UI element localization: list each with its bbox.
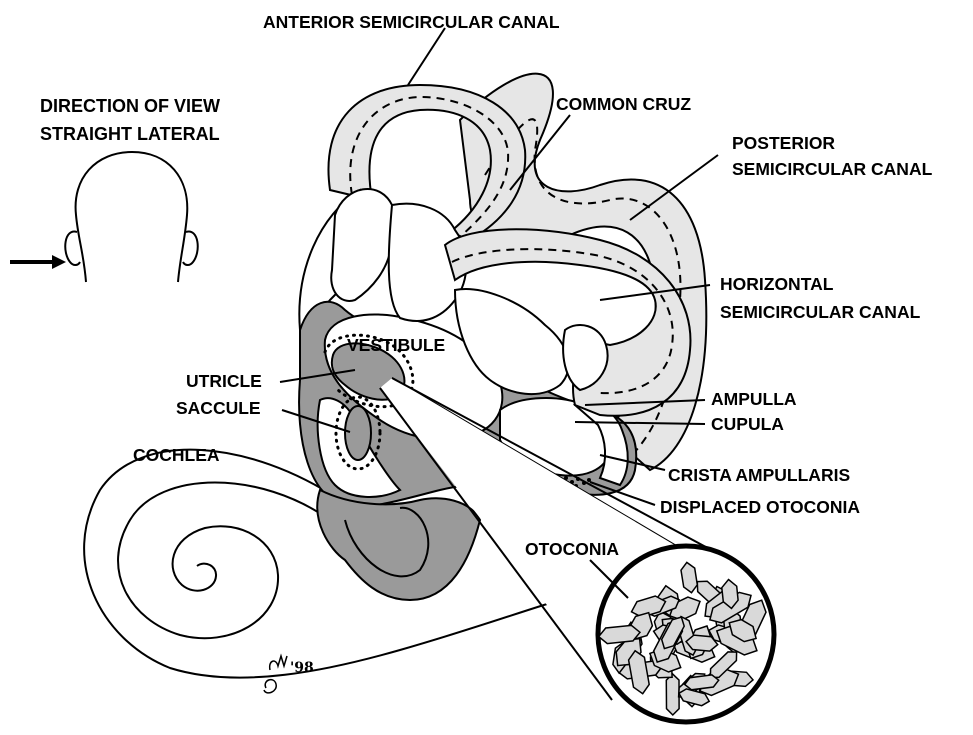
label-anterior-canal: ANTERIOR SEMICIRCULAR CANAL <box>263 12 560 32</box>
label-cochlea: COCHLEA <box>133 445 220 465</box>
otoconia-crystal <box>599 625 640 643</box>
label-posterior-line1: POSTERIOR <box>732 133 835 153</box>
direction-of-view-text: DIRECTION OF VIEW <box>40 96 220 116</box>
view-direction-arrow-icon <box>10 255 66 269</box>
label-vestibule: VESTIBULE <box>347 335 445 355</box>
otoconia-crystal <box>685 675 719 690</box>
straight-lateral-text: STRAIGHT LATERAL <box>40 124 220 144</box>
label-utricle: UTRICLE <box>186 371 262 391</box>
label-saccule: SACCULE <box>176 398 261 418</box>
label-crista-ampullaris: CRISTA AMPULLARIS <box>668 465 850 485</box>
label-posterior-line2: SEMICIRCULAR CANAL <box>732 159 933 179</box>
label-horizontal-line2: SEMICIRCULAR CANAL <box>720 302 921 322</box>
label-displaced-otoconia: DISPLACED OTOCONIA <box>660 497 860 517</box>
label-ampulla: AMPULLA <box>711 389 797 409</box>
label-horizontal-line1: HORIZONTAL <box>720 274 834 294</box>
otoconia-magnified-circle <box>598 546 774 722</box>
label-otoconia: OTOCONIA <box>525 539 619 559</box>
label-common-cruz: COMMON CRUZ <box>556 94 691 114</box>
head-silhouette-icon <box>65 152 197 282</box>
label-cupula: CUPULA <box>711 414 784 434</box>
signature-year: '98 <box>290 660 314 676</box>
otoconia-crystal <box>666 674 679 715</box>
